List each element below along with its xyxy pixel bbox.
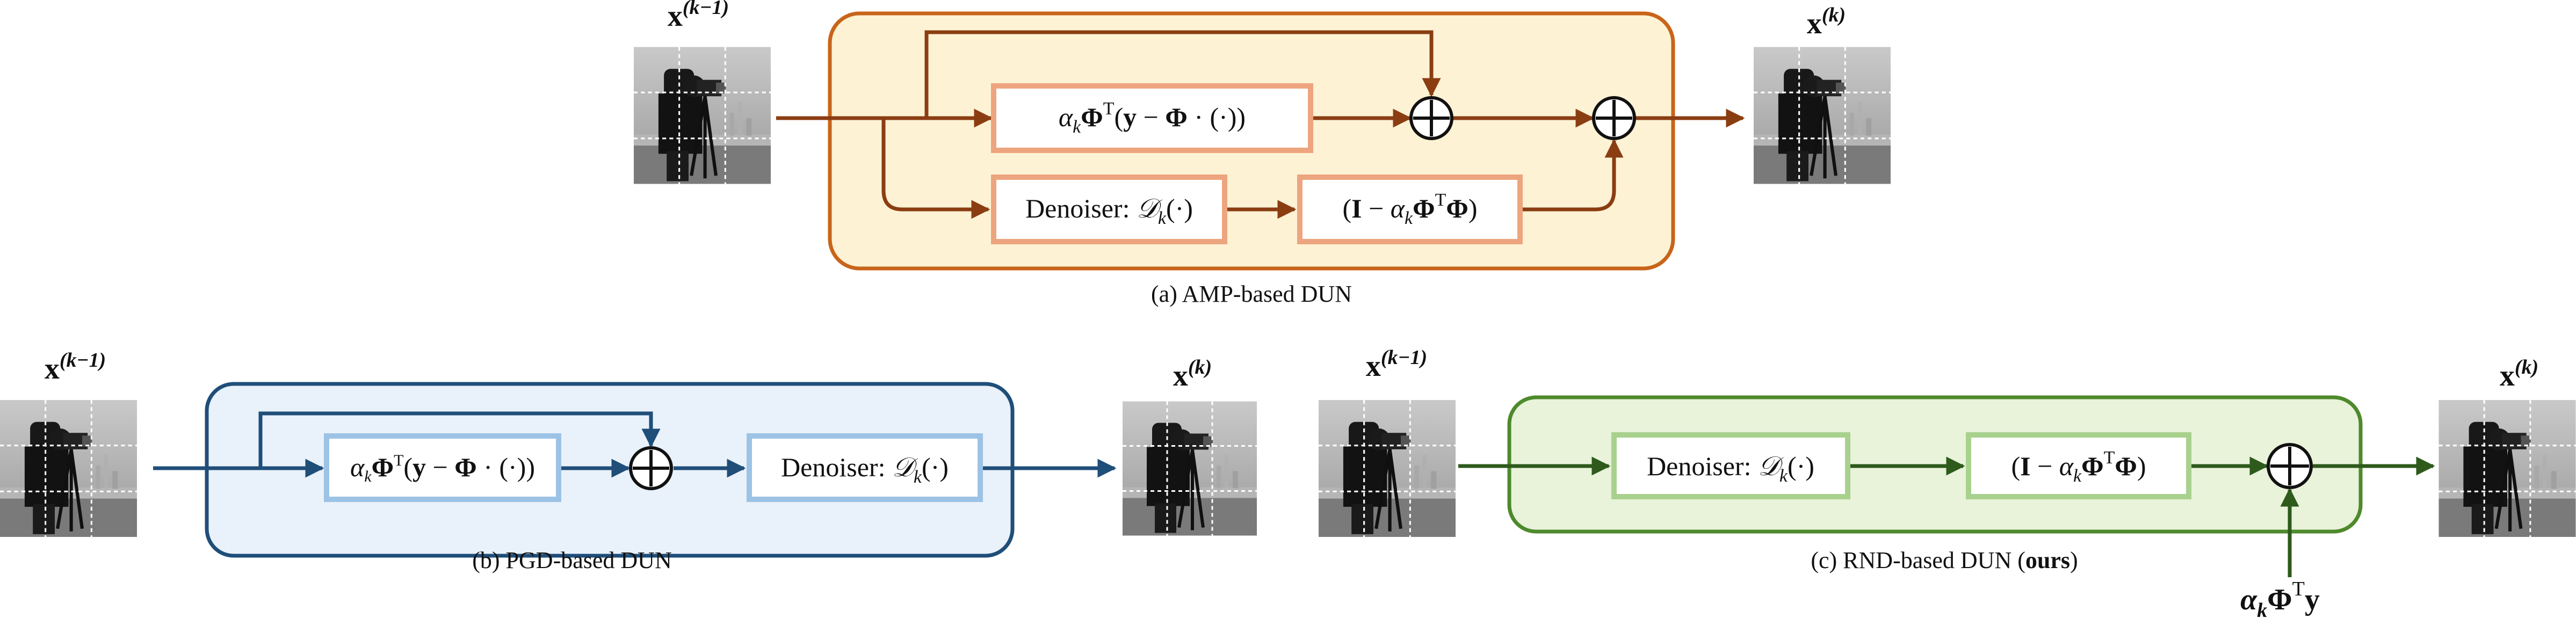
- rnd-sum-node: [2267, 443, 2313, 489]
- pgd-gradient-label: αkΦT(y − Φ · (·)): [350, 452, 535, 485]
- pgd-input-label: x(k−1): [45, 349, 106, 386]
- rnd-correction-module: (I − αkΦTΦ): [1966, 432, 2191, 499]
- pgd-denoiser-module: Denoiser: 𝒟k(·): [747, 433, 983, 502]
- rnd-caption: (c) RND-based DUN (ours): [1811, 547, 2078, 573]
- rnd-panel: x(k−1) x(k) Denoiser: 𝒟k(·) (I − αkΦTΦ) …: [1319, 346, 2576, 618]
- amp-output-label: x(k): [1807, 4, 1846, 40]
- pgd-arrows: [153, 411, 1117, 478]
- pgd-output-image: [1123, 402, 1257, 536]
- pgd-sum-node: [629, 446, 673, 490]
- rnd-arrows: [1458, 456, 2435, 577]
- rnd-bottom-input-label: αkΦTy: [2240, 578, 2320, 618]
- pgd-panel: x(k−1) x(k) αkΦT(y − Φ · (·)) Denoiser: …: [0, 349, 1257, 573]
- rnd-input-label: x(k−1): [1366, 346, 1427, 383]
- rnd-denoiser-module: Denoiser: 𝒟k(·): [1611, 432, 1850, 499]
- amp-arrows: [776, 30, 1745, 219]
- amp-correction-label: (I − αkΦTΦ): [1342, 190, 1477, 228]
- amp-correction-module: (I − αkΦTΦ): [1297, 175, 1523, 244]
- rnd-output-image: [2439, 400, 2576, 537]
- amp-denoiser-label: Denoiser: 𝒟k(·): [1025, 193, 1193, 228]
- pgd-caption: (b) PGD-based DUN: [472, 547, 672, 573]
- pgd-input-image: [0, 400, 137, 537]
- amp-denoiser-module: Denoiser: 𝒟k(·): [991, 175, 1227, 244]
- amp-caption: (a) AMP-based DUN: [1151, 281, 1352, 307]
- amp-gradient-label: αkΦT(y − Φ · (·)): [1059, 99, 1246, 137]
- pgd-gradient-module: αkΦT(y − Φ · (·)): [324, 433, 561, 502]
- pgd-output-label: x(k): [1173, 356, 1212, 392]
- amp-sum-node-1: [1409, 96, 1453, 140]
- rnd-denoiser-label: Denoiser: 𝒟k(·): [1647, 451, 1814, 486]
- amp-gradient-module: αkΦT(y − Φ · (·)): [991, 83, 1313, 153]
- rnd-output-label: x(k): [2500, 356, 2538, 392]
- amp-input-image: [634, 47, 771, 184]
- amp-sum-node-2: [1592, 96, 1636, 140]
- amp-panel: x(k−1) x(k) αkΦT(y − Φ · (·)): [634, 0, 1891, 307]
- pgd-denoiser-label: Denoiser: 𝒟k(·): [781, 452, 949, 487]
- rnd-input-image: [1319, 400, 1456, 537]
- amp-input-label: x(k−1): [668, 0, 729, 33]
- amp-output-image: [1754, 47, 1891, 184]
